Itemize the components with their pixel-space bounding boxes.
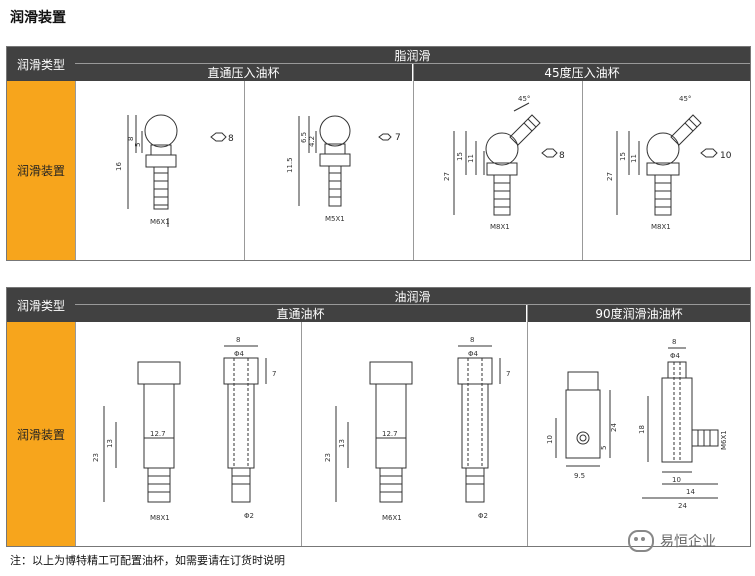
thread-label: M6X1 <box>150 218 170 226</box>
hex-size: 7 <box>395 133 401 143</box>
dim-h2: 15 <box>456 152 464 161</box>
angle-label: 45° <box>679 95 691 103</box>
dim-w: 8 <box>672 338 676 346</box>
thread-label: M8X1 <box>651 223 671 231</box>
dim-h24: 24 <box>610 423 618 432</box>
watermark: 易恒企业 <box>628 530 716 552</box>
thread-label: M8X1 <box>490 223 510 231</box>
dim-w: 8 <box>236 336 240 344</box>
dim-h2: 8 <box>127 137 135 141</box>
dim-h1: 11.5 <box>286 157 294 173</box>
type-header: 润滑类型 <box>7 47 75 81</box>
dim-hmid: 13 <box>106 439 114 448</box>
dim-w14: 14 <box>686 488 695 496</box>
dim-w95: 9.5 <box>574 472 585 480</box>
dim-phi2: Φ2 <box>244 512 254 520</box>
grease-table: 润滑类型 脂润滑 直通压入油杯 45度压入油杯 润滑装置 16 8 5 8 M6… <box>6 46 751 261</box>
device-label: 润滑装置 <box>7 322 75 546</box>
device-label: 润滑装置 <box>7 81 75 260</box>
thread-label: M8X1 <box>150 514 170 522</box>
category-header: 脂润滑 <box>75 47 750 64</box>
diagram-straight-m5: 11.5 6.5 4.2 7 M5X1 <box>244 81 413 260</box>
dim-h3: 5 <box>134 143 142 147</box>
subheader-straight-oil: 直通油杯 <box>75 305 526 322</box>
dim-h18: 18 <box>638 425 646 434</box>
diagram-oil-90deg: 8 Φ4 24 18 10 5 9.5 10 14 24 M6X1 <box>527 322 750 546</box>
subheader-90deg: 90度润滑油油杯 <box>527 305 750 322</box>
dim-w: 8 <box>470 336 474 344</box>
subheader-straight: 直通压入油杯 <box>75 64 412 81</box>
dim-htotal: 23 <box>324 453 332 462</box>
type-header: 润滑类型 <box>7 288 75 322</box>
dim-h1: 27 <box>606 172 614 181</box>
dim-h1: 16 <box>115 162 123 171</box>
diagram-oil-m8: 8 Φ4 7 23 13 12.7 Φ2 M8X1 <box>75 322 301 546</box>
dim-htotal: 23 <box>92 453 100 462</box>
dim-width: 12.7 <box>150 430 166 438</box>
thread-label: M5X1 <box>325 215 345 223</box>
dim-phi: Φ4 <box>670 352 681 360</box>
hex-size: 10 <box>720 151 732 161</box>
dim-h2: 15 <box>619 152 627 161</box>
category-header: 油润滑 <box>75 288 750 305</box>
dim-htop: 7 <box>506 370 510 378</box>
dim-h10: 10 <box>546 435 554 444</box>
dim-w10: 10 <box>672 476 681 484</box>
dim-width: 12.7 <box>382 430 398 438</box>
hex-size: 8 <box>559 151 565 161</box>
dim-h2: 6.5 <box>300 132 308 143</box>
dim-phi: Φ4 <box>234 350 245 358</box>
oil-table: 润滑类型 油润滑 直通油杯 90度润滑油油杯 润滑装置 8 Φ4 7 23 13… <box>6 287 751 547</box>
dim-phi: Φ4 <box>468 350 479 358</box>
page-title: 润滑装置 <box>10 10 66 26</box>
dim-hmid: 13 <box>338 439 346 448</box>
angle-label: 45° <box>518 95 530 103</box>
dim-h1: 27 <box>443 172 451 181</box>
wechat-icon <box>628 530 654 552</box>
footnote: 注：以上为博特精工可配置油杯，如需要请在订货时说明 <box>10 554 285 567</box>
diagram-45deg-10: 45° 27 15 11 10 M8X1 <box>582 81 750 260</box>
diagram-straight-m6: 16 8 5 8 M6X1 <box>75 81 244 260</box>
dim-htop: 7 <box>272 370 276 378</box>
dim-h5: 5 <box>600 446 608 450</box>
thread-label: M6X1 <box>382 514 402 522</box>
diagram-45deg-8: 45° 27 15 11 8 M8X1 <box>413 81 582 260</box>
diagram-oil-m6: 8 Φ4 7 23 13 12.7 Φ2 M6X1 <box>301 322 527 546</box>
dim-h3: 11 <box>630 154 638 163</box>
dim-h3: 4.2 <box>308 136 316 147</box>
hex-size: 8 <box>228 134 234 144</box>
subheader-45deg: 45度压入油杯 <box>413 64 750 81</box>
dim-phi2: Φ2 <box>478 512 488 520</box>
thread-label: M6X1 <box>720 430 728 450</box>
dim-w24: 24 <box>678 502 687 510</box>
watermark-text: 易恒企业 <box>660 534 716 550</box>
dim-h3: 11 <box>467 154 475 163</box>
